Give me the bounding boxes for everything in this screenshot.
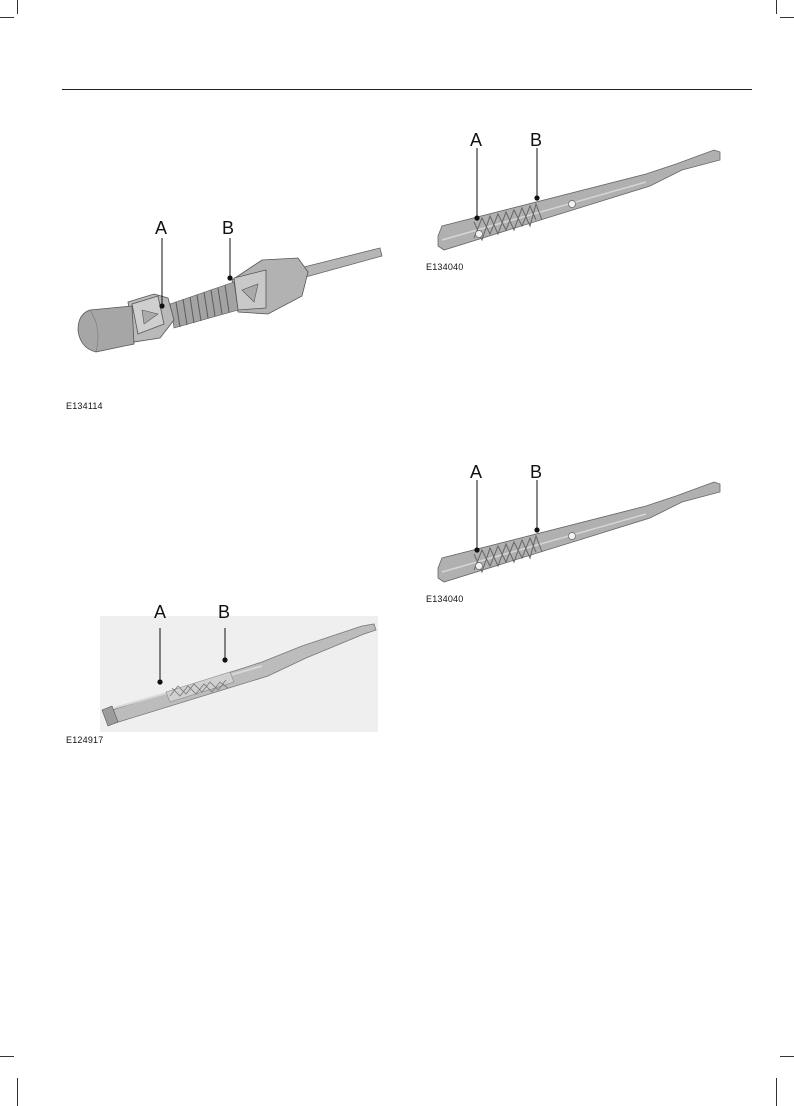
callout-a: A xyxy=(154,602,166,622)
callout-b: B xyxy=(530,462,542,482)
callout-a: A xyxy=(470,462,482,482)
crop-mark-bottom-left-h xyxy=(0,1056,14,1057)
figure-code: E134114 xyxy=(66,401,103,411)
crop-mark-top-right-v xyxy=(776,0,777,14)
figure-dipstick-tube: A B E124917 xyxy=(62,600,382,750)
callout-a: A xyxy=(470,130,482,150)
crop-mark-top-left-v xyxy=(17,0,18,14)
crop-mark-bottom-right-h xyxy=(780,1056,794,1057)
figure-code: E134040 xyxy=(426,594,463,604)
dipstick-blade-illustration: A B xyxy=(424,130,736,260)
callout-b: B xyxy=(530,130,542,150)
figure-code: E134040 xyxy=(426,262,463,272)
callout-b: B xyxy=(218,602,230,622)
crop-mark-bottom-right-v xyxy=(776,1078,777,1106)
callout-a: A xyxy=(155,218,167,238)
figure-dipstick-blade-2: A B E134040 xyxy=(424,462,736,612)
figure-code: E124917 xyxy=(66,735,103,745)
crop-mark-bottom-left-v xyxy=(17,1078,18,1106)
dipstick-tip-illustration: A B xyxy=(62,210,392,370)
figure-dipstick-blade-1: A B E134040 xyxy=(424,130,736,280)
dipstick-tube-illustration: A B xyxy=(62,600,382,732)
crop-mark-top-right-h xyxy=(780,17,794,18)
dipstick-blade-illustration: A B xyxy=(424,462,736,592)
figure-dipstick-tip: A B E134114 xyxy=(62,210,392,420)
header-rule xyxy=(62,89,752,90)
callout-b: B xyxy=(222,218,234,238)
crop-mark-top-left-h xyxy=(0,17,14,18)
